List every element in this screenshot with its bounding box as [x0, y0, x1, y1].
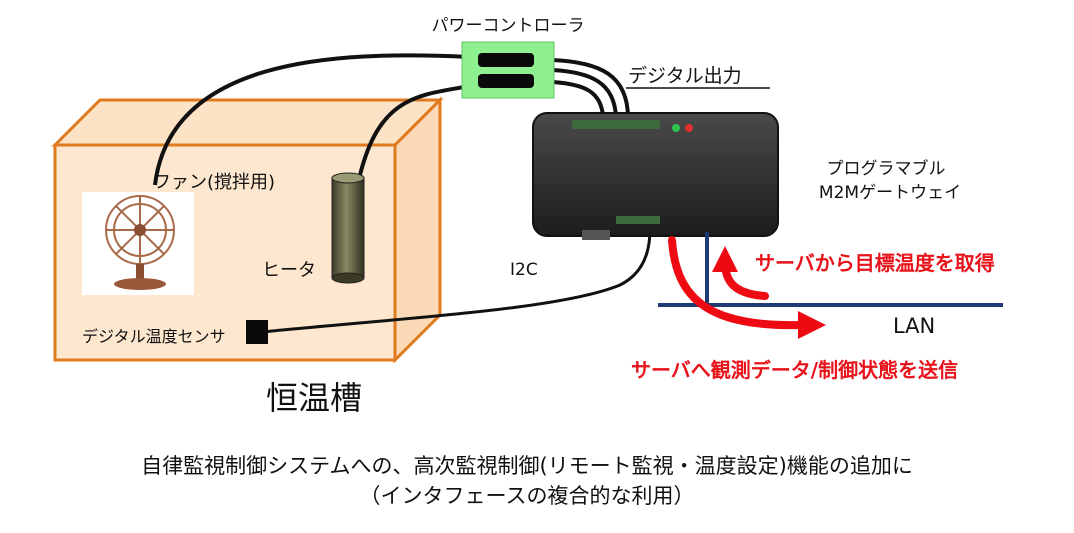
arrow-send: [668, 236, 804, 330]
power-cables: [153, 53, 630, 186]
arrow-send-head: [798, 311, 826, 339]
fan-cable: [153, 53, 471, 186]
gateway-connector: [582, 230, 610, 240]
gateway-label-line2: M2Mゲートウェイ: [819, 183, 961, 203]
digital-output-cable-2: [551, 68, 618, 119]
caption-line2: （インタフェースの複合的な利用）: [360, 484, 695, 508]
gateway-terminal-top: [572, 120, 660, 129]
i2c-label: I2C: [510, 260, 538, 280]
lan-label: LAN: [893, 314, 935, 338]
fan-illustration: [82, 192, 194, 295]
digital-output-cable-3: [551, 80, 605, 119]
digital-output-label: デジタル出力: [628, 65, 742, 87]
controller-slot-lower: [478, 74, 534, 88]
gateway-terminal-bottom: [616, 216, 660, 224]
fan-label: ファン(撹拌用): [153, 172, 275, 193]
chamber-label: 恒温槽: [266, 379, 362, 417]
send-data-label: サーバへ観測データ/制御状態を送信: [631, 358, 958, 382]
heater-cylinder: [331, 172, 365, 284]
caption-line1: 自律監視制御システムへの、高次監視制御(リモート監視・温度設定)機能の追加に: [141, 454, 913, 478]
gateway-led-green: [672, 124, 680, 132]
m2m-gateway-device: [532, 112, 779, 240]
arrow-receive-head: [712, 246, 738, 272]
temperature-sensor-chip: [246, 320, 268, 344]
receive-target-temp-label: サーバから目標温度を取得: [755, 251, 995, 275]
i2c-cable: [251, 224, 652, 335]
gateway-led-red: [685, 124, 693, 132]
power-controller-label: パワーコントローラ: [432, 16, 585, 36]
power-controller: [461, 41, 555, 99]
controller-slot-upper: [478, 53, 534, 67]
digital-output-cable-1: [551, 58, 630, 119]
gateway-label-line1: プログラマブル: [827, 158, 946, 179]
temperature-sensor-label: デジタル温度センサ: [82, 327, 226, 346]
heater-cable: [358, 84, 471, 176]
heater-label: ヒータ: [262, 260, 316, 281]
